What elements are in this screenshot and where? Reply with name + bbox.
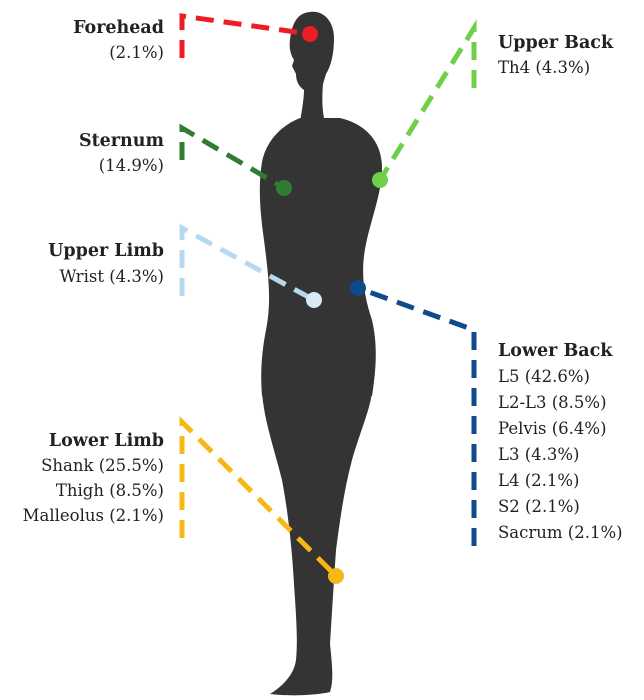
leader-lines	[179, 13, 477, 578]
lower-back-item: Sacrum (2.1%)	[498, 523, 623, 542]
forehead-label: Forehead (2.1%)	[73, 18, 164, 62]
lower-limb-item: Malleolus (2.1%)	[23, 506, 164, 525]
lower-back-item: Pelvis (6.4%)	[498, 419, 607, 438]
legs	[262, 392, 372, 696]
arm	[291, 138, 347, 341]
lower-back-item: L4 (2.1%)	[498, 471, 580, 490]
lower-back-item: L5 (42.6%)	[498, 367, 590, 386]
lower-back-leader	[357, 285, 477, 546]
lower-back-label: Lower Back L5 (42.6%) L2-L3 (8.5%) Pelvi…	[498, 341, 623, 542]
lower-limb-item: Thigh (8.5%)	[56, 481, 164, 500]
sternum-leader	[179, 123, 286, 191]
upper-limb-label: Upper Limb Wrist (4.3%)	[48, 241, 164, 286]
upper-back-title: Upper Back	[498, 33, 614, 53]
marker-dots	[276, 26, 388, 584]
sternum-marker	[276, 180, 292, 196]
lower-limb-label: Lower Limb Shank (25.5%) Thigh (8.5%) Ma…	[23, 431, 164, 525]
forehead-title: Forehead	[73, 18, 164, 38]
forehead-value: (2.1%)	[109, 43, 164, 62]
lower-limb-title: Lower Limb	[49, 431, 164, 451]
upper-limb-leader	[179, 223, 316, 303]
upper-back-label: Upper Back Th4 (4.3%)	[498, 33, 614, 77]
upper-back-item: Th4 (4.3%)	[498, 58, 590, 77]
upper-back-leader	[377, 19, 477, 182]
upper-back-marker	[372, 172, 388, 188]
sternum-label: Sternum (14.9%)	[79, 131, 165, 175]
lower-back-item: L3 (4.3%)	[498, 445, 580, 464]
upper-limb-item: Wrist (4.3%)	[59, 267, 164, 286]
upper-limb-title: Upper Limb	[48, 241, 164, 261]
upper-limb-marker	[306, 292, 322, 308]
lower-back-title: Lower Back	[498, 341, 613, 361]
sternum-value: (14.9%)	[99, 156, 164, 175]
lower-back-item: S2 (2.1%)	[498, 497, 580, 516]
forehead-marker	[302, 26, 318, 42]
lower-back-item: L2-L3 (8.5%)	[498, 393, 607, 412]
human-silhouette	[259, 11, 382, 696]
lower-limb-item: Shank (25.5%)	[41, 456, 164, 475]
lower-limb-leader	[179, 415, 338, 578]
sternum-title: Sternum	[79, 131, 165, 151]
lower-back-marker	[350, 280, 366, 296]
forehead-leader	[179, 13, 311, 58]
head-and-neck	[289, 11, 334, 123]
lower-limb-marker	[328, 568, 344, 584]
